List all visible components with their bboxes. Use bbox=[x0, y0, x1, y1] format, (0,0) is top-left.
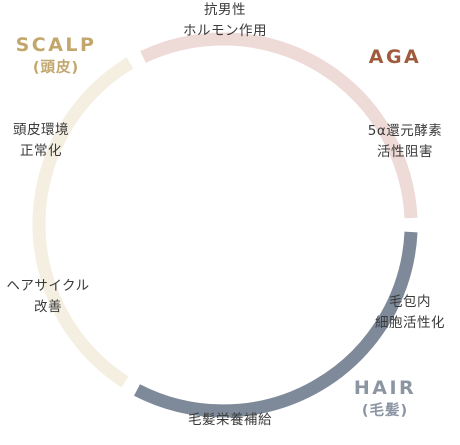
label-line: 抗男性 bbox=[204, 2, 246, 18]
hair-arc bbox=[134, 231, 418, 418]
label-line: 細胞活性化 bbox=[375, 315, 445, 331]
aga-title: AGA bbox=[368, 46, 422, 68]
hair-category: HAIR (毛髪) bbox=[340, 376, 430, 422]
label-line: 毛包内 bbox=[389, 294, 431, 310]
label-line: 毛髪栄養補給 bbox=[188, 412, 272, 428]
label-follicle-activation: 毛包内 細胞活性化 bbox=[360, 292, 460, 334]
scalp-category: SCALP (頭皮) bbox=[6, 33, 106, 79]
aga-arc bbox=[140, 32, 418, 219]
scalp-title: SCALP bbox=[15, 34, 97, 56]
label-hair-cycle: ヘアサイクル 改善 bbox=[0, 276, 96, 318]
hair-title: HAIR bbox=[353, 377, 417, 399]
label-line: 正常化 bbox=[20, 143, 62, 159]
label-line: ヘアサイクル bbox=[6, 278, 90, 294]
label-line: 活性阻害 bbox=[377, 144, 433, 160]
label-anti-androgen: 抗男性 ホルモン作用 bbox=[165, 0, 285, 42]
label-line: 頭皮環境 bbox=[13, 122, 69, 138]
scalp-arc bbox=[32, 57, 134, 388]
label-line: ホルモン作用 bbox=[183, 23, 267, 39]
label-line: 5α還元酵素 bbox=[367, 123, 443, 139]
label-5a-reductase: 5α還元酵素 活性阻害 bbox=[355, 121, 455, 163]
hair-subtitle: (毛髪) bbox=[361, 403, 409, 419]
label-hair-nutrition: 毛髪栄養補給 bbox=[165, 410, 295, 431]
aga-category: AGA bbox=[355, 45, 435, 69]
label-scalp-environment: 頭皮環境 正常化 bbox=[0, 120, 82, 162]
scalp-subtitle: (頭皮) bbox=[32, 60, 80, 76]
label-line: 改善 bbox=[34, 299, 62, 315]
